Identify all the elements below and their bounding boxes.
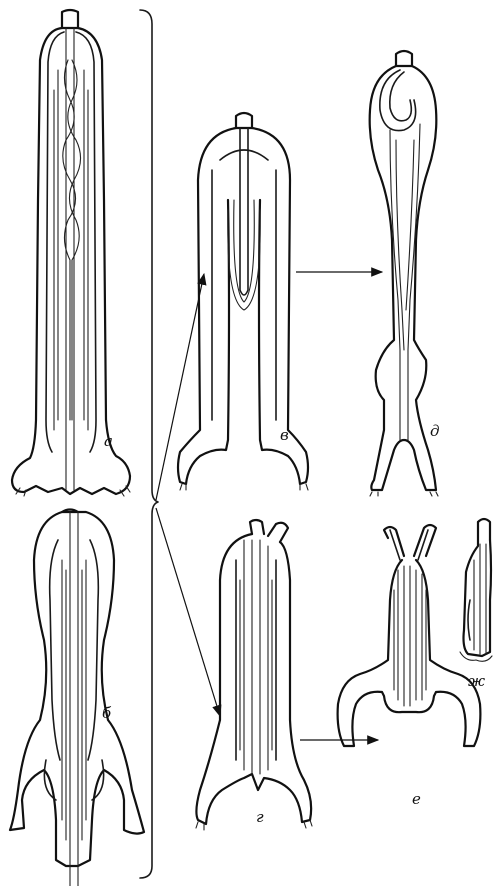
label-b: б: [102, 704, 112, 722]
label-d: д: [430, 422, 440, 440]
panel-zh-drawing: [460, 519, 492, 661]
label-zh: ж: [468, 672, 485, 690]
label-g: г: [256, 808, 264, 826]
arrow-to-v: [156, 274, 204, 500]
label-v: в: [280, 426, 289, 444]
panel-a-drawing: [12, 10, 130, 496]
label-a: а: [104, 432, 113, 450]
panel-b-drawing: [10, 510, 144, 886]
panel-g-drawing: [196, 520, 312, 830]
grouping-bracket: [140, 10, 158, 878]
label-e: е: [412, 790, 421, 808]
panel-d-drawing: [370, 51, 438, 496]
arrow-to-g: [156, 508, 220, 716]
panel-e-drawing: [338, 525, 481, 746]
